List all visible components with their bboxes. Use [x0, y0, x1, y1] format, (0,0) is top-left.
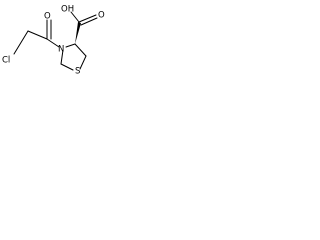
ring-ch2-ch-bond: [74, 43, 87, 57]
carbonyl-nitrogen-bond: [46, 38, 60, 48]
carbonyl-oxygen-label: O: [44, 12, 51, 22]
ch2-carbonyl-bond: [27, 30, 48, 40]
stereo-wedge-bond: [75, 22, 81, 44]
cl-ch2-bond: [13, 30, 29, 55]
structure-canvas: Cl O N S OH O: [0, 0, 114, 80]
acid-group-label: OH: [61, 5, 74, 15]
ring-ch-n-bond: [65, 43, 76, 48]
carboxyl-double-bond-a: [78, 14, 97, 23]
carboxyl-oh-bond: [70, 11, 80, 23]
ring-ch2-s-bond: [60, 63, 74, 71]
chlorine-atom-label: Cl: [2, 56, 10, 66]
ring-s-ch2-bond: [79, 55, 87, 70]
ring-sulfur-label: S: [75, 67, 80, 77]
chemical-structure-diagram: Cl O N S OH O: [2, 5, 105, 77]
acid-oxygen-label: O: [98, 11, 105, 21]
ring-nitrogen-label: N: [58, 45, 64, 55]
carboxyl-double-bond-b: [80, 17, 98, 26]
ring-n-ch2-bond: [60, 49, 64, 65]
